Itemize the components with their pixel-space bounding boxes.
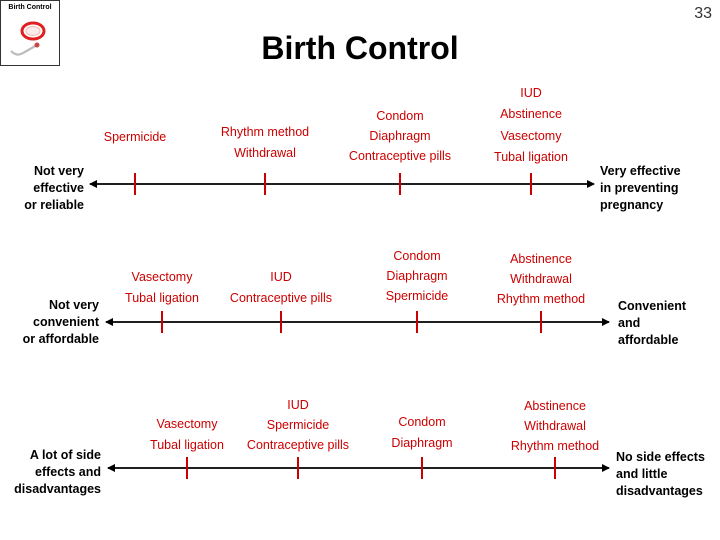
- right-label-line: and little: [616, 467, 668, 481]
- method-label: Vasectomy: [156, 417, 218, 431]
- method-label: Abstinence: [510, 252, 572, 266]
- method-label: Spermicide: [103, 130, 167, 144]
- scale-3-left-label: A lot of side effects and disadvantages: [14, 447, 101, 498]
- scale-3-tick-2: [297, 457, 299, 479]
- scale-1-tick-2: [264, 173, 266, 195]
- left-label-line: A lot of side: [29, 448, 101, 462]
- right-label-line: in preventing: [600, 181, 679, 195]
- method-label: Condom: [398, 415, 446, 429]
- slide-title: Birth Control: [261, 30, 459, 66]
- method-label: Contraceptive pills: [348, 149, 452, 163]
- method-label: Spermicide: [266, 418, 330, 432]
- method-label: IUD: [270, 270, 292, 284]
- method-label: Diaphragm: [391, 436, 453, 450]
- scale-3-tick-4: [554, 457, 556, 479]
- iud-device-icon: [10, 21, 46, 56]
- method-label: Rhythm method: [220, 125, 310, 139]
- slide-thumbnail[interactable]: Birth Control: [0, 0, 60, 66]
- right-label-line: disadvantages: [616, 484, 703, 498]
- method-label: Withdrawal: [524, 419, 586, 433]
- method-label: Tubal ligation: [125, 291, 199, 305]
- scale-3-right-label: No side effects and little disadvantages: [616, 449, 705, 500]
- scale-1-tick-1: [134, 173, 136, 195]
- method-label: Vasectomy: [500, 129, 562, 143]
- method-label: Vasectomy: [131, 270, 193, 284]
- left-label-line: effective: [33, 181, 84, 195]
- left-label-line: Not very: [33, 164, 84, 178]
- scale-1-tick-4: [530, 173, 532, 195]
- scale-2-tick-4: [540, 311, 542, 333]
- method-label: IUD: [520, 86, 542, 100]
- right-label-line: Convenient: [618, 299, 687, 313]
- left-label-line: or affordable: [22, 332, 99, 346]
- left-label-line: effects and: [35, 465, 101, 479]
- scale-2-tick-1: [161, 311, 163, 333]
- scale-2-left-label: Not very convenient or affordable: [23, 297, 99, 348]
- scale-2-tick-3: [416, 311, 418, 333]
- scale-1-right-label: Very effective in preventing pregnancy: [600, 163, 681, 214]
- right-label-line: No side effects: [616, 450, 705, 464]
- method-label: Withdrawal: [234, 146, 296, 160]
- scale-1-tick-3: [399, 173, 401, 195]
- right-label-line: and: [618, 316, 641, 330]
- scale-3-tick-1: [186, 457, 188, 479]
- method-label: Rhythm method: [510, 439, 600, 453]
- method-label: Tubal ligation: [494, 150, 568, 164]
- left-label-line: disadvantages: [14, 482, 101, 496]
- left-label-line: convenient: [33, 315, 99, 329]
- method-label: Condom: [376, 109, 424, 123]
- method-label: Diaphragm: [386, 269, 448, 283]
- method-label: Spermicide: [385, 289, 449, 303]
- scale-2-tick-2: [280, 311, 282, 333]
- right-label-line: Very effective: [600, 164, 681, 178]
- right-label-line: affordable: [618, 333, 679, 347]
- left-label-line: Not very: [48, 298, 99, 312]
- right-label-line: pregnancy: [600, 198, 664, 212]
- method-label: Rhythm method: [496, 292, 586, 306]
- method-label: Contraceptive pills: [229, 291, 333, 305]
- thumbnail-title: Birth Control: [8, 4, 52, 11]
- method-label: Abstinence: [500, 107, 562, 121]
- method-label: Tubal ligation: [150, 438, 224, 452]
- left-label-line: or reliable: [24, 198, 84, 212]
- scale-1-left-label: Not very effective or reliable: [24, 163, 84, 214]
- method-label: Contraceptive pills: [246, 438, 350, 452]
- slide-number: 33: [694, 5, 712, 22]
- method-label: Abstinence: [524, 399, 586, 413]
- method-label: Withdrawal: [510, 272, 572, 286]
- method-label: Condom: [393, 249, 441, 263]
- scale-3-tick-3: [421, 457, 423, 479]
- method-label: IUD: [287, 398, 309, 412]
- method-label: Diaphragm: [369, 129, 431, 143]
- scale-2-right-label: Convenient and affordable: [618, 298, 686, 349]
